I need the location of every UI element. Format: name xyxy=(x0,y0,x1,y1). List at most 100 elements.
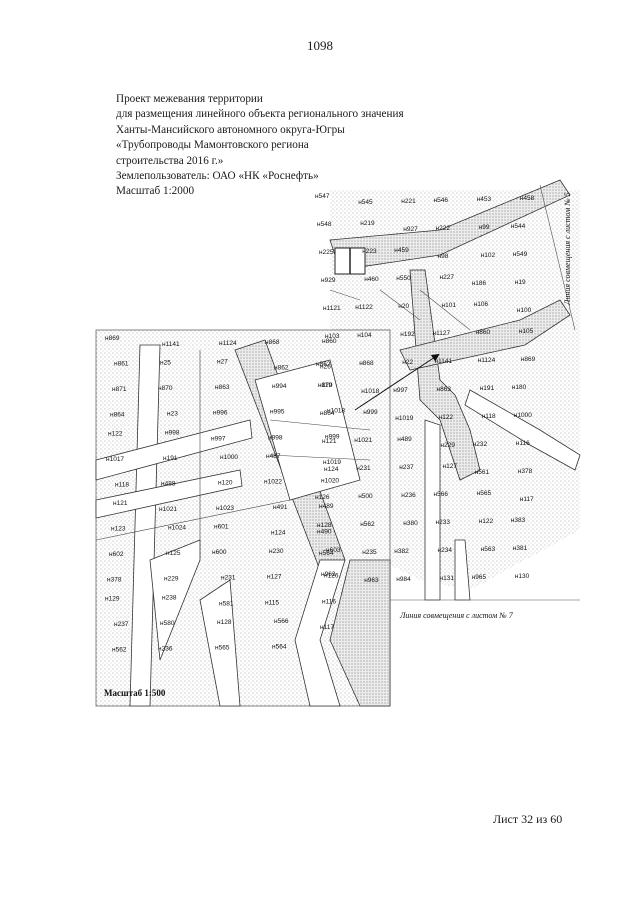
node-label: н489 xyxy=(397,436,412,443)
node-label: н862 xyxy=(316,361,331,368)
node-label: н996 xyxy=(213,410,228,417)
node-label: н22 xyxy=(402,359,413,366)
inset-corridor xyxy=(329,559,391,707)
node-label: н564 xyxy=(319,550,334,557)
node-label: н545 xyxy=(358,199,373,206)
node-label: н547 xyxy=(315,193,330,200)
node-label: н565 xyxy=(477,490,492,497)
node-label: н863 xyxy=(437,386,452,393)
node-label: н231 xyxy=(221,575,236,582)
node-label: н544 xyxy=(511,223,526,230)
node-label: н19 xyxy=(515,279,526,286)
node-label: н870 xyxy=(158,385,173,392)
node-label: н26 xyxy=(320,364,331,371)
page-number: 1098 xyxy=(307,38,333,53)
main-map xyxy=(329,179,581,601)
node-label: н864 xyxy=(320,410,335,417)
node-label: н98 xyxy=(438,253,449,260)
node-label: н549 xyxy=(513,251,528,258)
node-label: н1000 xyxy=(220,454,238,461)
node-label: н27 xyxy=(217,359,228,366)
node-label: н225 xyxy=(319,249,334,256)
node-label: н929 xyxy=(321,277,336,284)
node-label: н129 xyxy=(105,595,120,602)
node-label: н998 xyxy=(268,434,283,441)
boundary-line xyxy=(95,499,291,541)
pipeline-corridor xyxy=(329,179,571,271)
node-label: н191 xyxy=(163,455,178,462)
inset-scale-label: Масштаб 1:500 xyxy=(104,688,166,698)
node-label: н1021 xyxy=(159,506,177,513)
node-label: н963 xyxy=(364,577,379,584)
node-label: н232 xyxy=(473,441,488,448)
node-label: н222 xyxy=(436,225,451,232)
stipple-area xyxy=(330,190,580,590)
node-label: н999 xyxy=(325,433,340,440)
node-label: н458 xyxy=(520,195,535,202)
node-label: н25 xyxy=(160,360,171,367)
node-label: н861 xyxy=(114,361,129,368)
node-label: н965 xyxy=(472,574,487,581)
node-label: н995 xyxy=(270,409,285,416)
node-label: н1127 xyxy=(433,330,451,337)
node-label: н128 xyxy=(317,522,332,529)
node-label: н118 xyxy=(115,481,129,488)
node-label: н383 xyxy=(511,517,526,524)
pipeline-corridor xyxy=(464,389,581,471)
node-label: н105 xyxy=(519,328,534,335)
callout-arrow xyxy=(354,353,440,411)
node-label: н382 xyxy=(394,548,409,555)
node-label: н869 xyxy=(105,335,120,342)
node-label: н860 xyxy=(476,329,491,336)
node-label: н115 xyxy=(265,599,279,606)
node-label: н126 xyxy=(315,494,330,501)
node-label: н219 xyxy=(360,220,375,227)
node-label: н1024 xyxy=(168,525,186,532)
node-label: н984 xyxy=(396,576,411,583)
node-label: н1018 xyxy=(327,408,345,415)
node-label: н223 xyxy=(362,248,377,255)
node-label: н99 xyxy=(479,224,490,231)
node-label: н870 xyxy=(318,382,333,389)
node-label: н1019 xyxy=(323,459,341,466)
node-label: н378 xyxy=(518,468,533,475)
header-line: Масштаб 1:2000 xyxy=(116,185,195,198)
inset-corridor xyxy=(294,559,346,707)
node-label: н453 xyxy=(477,196,492,203)
node-label: н236 xyxy=(401,492,416,499)
node-label: н119 xyxy=(318,382,332,389)
sheet-number: Лист 32 из 60 xyxy=(493,812,563,826)
node-label: н581 xyxy=(219,600,234,607)
node-label: н229 xyxy=(441,442,456,449)
node-label: н1124 xyxy=(219,340,237,347)
node-label: н490 xyxy=(317,529,332,536)
node-label: н186 xyxy=(472,280,487,287)
node-label: н121 xyxy=(322,438,337,445)
node-label: н122 xyxy=(439,414,454,421)
node-label: н563 xyxy=(481,546,496,553)
node-label: н561 xyxy=(475,469,490,476)
node-label: н1121 xyxy=(323,305,341,312)
node-label: н1017 xyxy=(106,456,124,463)
node-label: н227 xyxy=(440,274,455,281)
node-label: н1022 xyxy=(264,478,282,485)
node-label: н221 xyxy=(401,198,416,205)
node-label: н860 xyxy=(322,338,337,345)
node-label: н126 xyxy=(324,573,339,580)
node-label: н125 xyxy=(166,550,181,557)
node-label: н459 xyxy=(394,247,409,254)
node-label: н871 xyxy=(112,386,127,393)
node-label: н562 xyxy=(360,521,375,528)
inset-road xyxy=(95,469,243,519)
node-label: н102 xyxy=(481,252,496,259)
header-line: строительства 2016 г.» xyxy=(116,154,224,167)
node-label: н868 xyxy=(265,339,280,346)
node-label: н869 xyxy=(521,356,536,363)
node-label: н564 xyxy=(272,643,287,650)
node-label: н550 xyxy=(396,275,411,282)
node-label: н1018 xyxy=(361,388,379,395)
node-label: н237 xyxy=(399,464,414,471)
node-label: н191 xyxy=(480,385,495,392)
node-label: н121 xyxy=(113,500,128,507)
